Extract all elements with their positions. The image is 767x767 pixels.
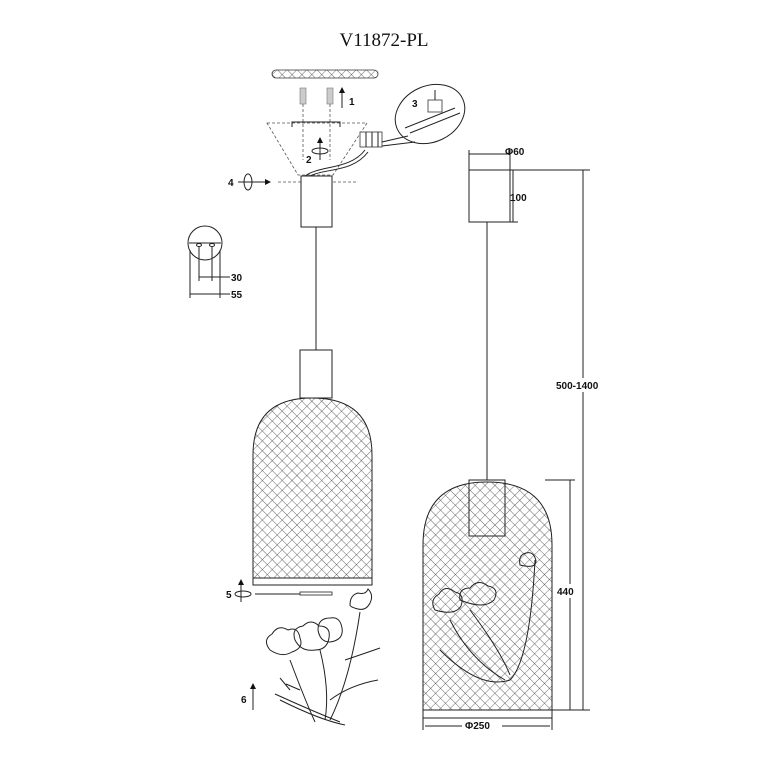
dim-plate-width: 55 <box>231 290 243 301</box>
mounting-bracket <box>266 121 368 176</box>
assembled-shade-rim <box>422 709 553 719</box>
rotate-icon <box>311 147 329 155</box>
wiring <box>304 131 383 177</box>
mesh-shade <box>252 397 373 586</box>
step-4-label: 4 <box>228 178 234 189</box>
canopy <box>300 175 333 228</box>
wall-anchors <box>299 87 334 160</box>
step-6-label: 6 <box>241 695 247 706</box>
shade-rim <box>252 577 373 586</box>
step-3-label: 3 <box>412 99 418 110</box>
step-5-label: 5 <box>226 590 232 601</box>
dim-shade-diameter: Φ250 <box>465 721 490 732</box>
ceiling-surface <box>271 69 379 79</box>
mount-plate-detail <box>187 225 230 298</box>
dim-cord-length: 500-1400 <box>556 381 599 392</box>
assembled-flower-decoration <box>432 552 537 683</box>
assembled-canopy <box>468 169 511 223</box>
dim-shade-height: 440 <box>557 587 574 598</box>
assembled-mesh-shade <box>422 481 553 719</box>
terminal-detail-callout <box>381 83 466 147</box>
drawing-title: V11872-PL <box>339 30 428 51</box>
dim-canopy-height: 100 <box>510 193 527 204</box>
dim-canopy-diameter: Φ60 <box>505 147 525 158</box>
dim-hole-spacing: 30 <box>231 273 243 284</box>
flower-decoration <box>266 588 381 726</box>
lamp-socket <box>299 349 333 399</box>
step-2-label: 2 <box>306 155 312 166</box>
step-1-label: 1 <box>349 97 355 108</box>
screw-part <box>299 591 333 596</box>
